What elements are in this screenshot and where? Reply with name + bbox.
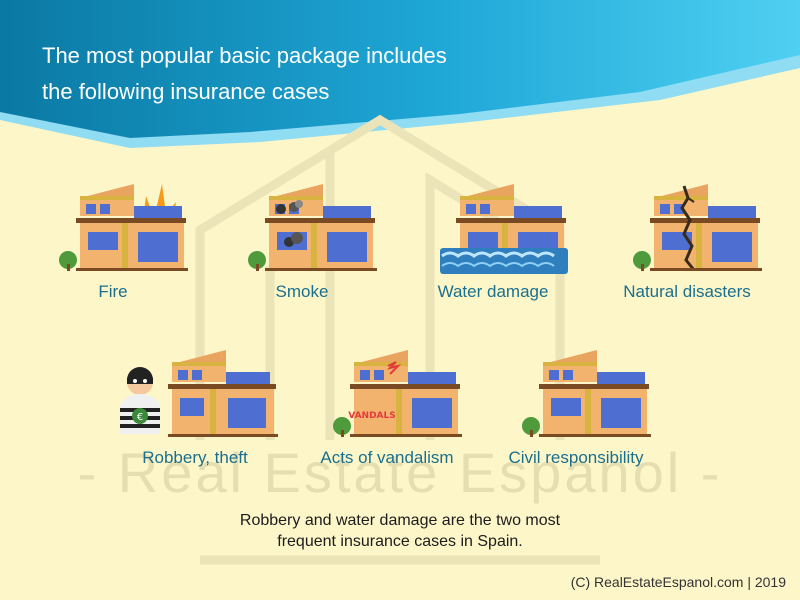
case-fire: Fire	[23, 176, 203, 302]
header-banner	[0, 0, 800, 148]
case-smoke: Smoke	[212, 176, 392, 302]
vandalized-house-icon: VANDALS	[333, 350, 462, 437]
house-icon	[522, 350, 651, 437]
case-label-natural-disasters: Natural disasters	[623, 282, 751, 301]
case-label-vandalism: Acts of vandalism	[320, 448, 454, 467]
case-label-civil-responsibility: Civil responsibility	[508, 448, 644, 467]
case-natural-disasters: Natural disasters	[597, 176, 777, 302]
cracked-house-icon	[633, 184, 762, 271]
case-label-water-damage: Water damage	[437, 282, 549, 301]
summary-line-1: Robbery and water damage are the two mos…	[239, 512, 561, 529]
title-line-1: The most popular basic package includes	[42, 43, 447, 68]
case-water-damage: Water damage	[403, 176, 583, 302]
flooded-house-icon	[440, 184, 568, 274]
fire-house-icon	[59, 184, 188, 271]
case-vandalism: VANDALS Acts of vandalism	[297, 342, 477, 468]
watermark-text: - Real Estate Espanol -	[77, 441, 723, 504]
burglar-house-icon: €	[120, 350, 278, 437]
svg-text:€: €	[137, 412, 143, 423]
summary-text: Robbery and water damage are the two mos…	[150, 510, 650, 552]
case-label-smoke: Smoke	[275, 282, 329, 301]
case-civil-responsibility: Civil responsibility	[486, 342, 666, 468]
title-line-2: the following insurance cases	[42, 79, 330, 104]
case-robbery: € Robbery, theft	[105, 342, 285, 468]
graffiti-text: VANDALS	[348, 411, 396, 421]
case-label-fire: Fire	[98, 282, 128, 301]
summary-line-2: frequent insurance cases in Spain.	[277, 533, 523, 550]
smoke-house-icon	[248, 184, 377, 271]
page-title: The most popular basic package includes …	[42, 38, 447, 110]
case-label-robbery: Robbery, theft	[142, 448, 248, 467]
copyright-notice: (C) RealEstateEspanol.com | 2019	[570, 574, 786, 590]
